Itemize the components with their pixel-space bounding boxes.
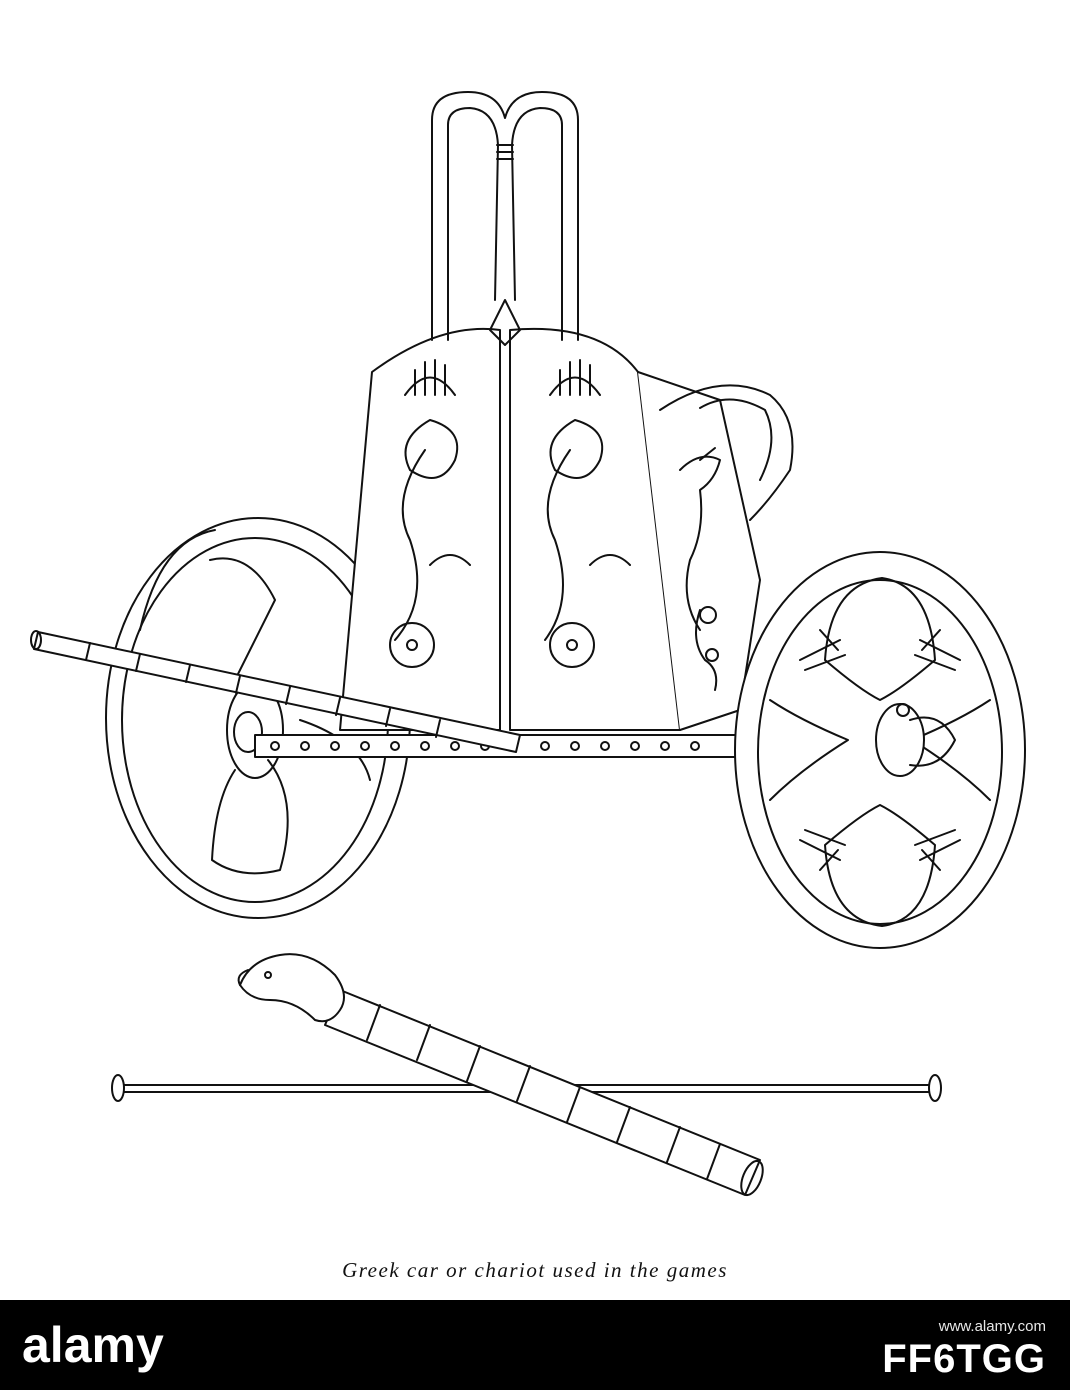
watermark-url: www.alamy.com — [938, 1318, 1046, 1335]
axle — [254, 734, 876, 758]
watermark-info: www.alamy.com FF6TGG — [882, 1318, 1046, 1379]
chariot-pole — [30, 630, 521, 753]
svg-text:alamy: alamy — [22, 1317, 164, 1373]
watermark-image-id: FF6TGG — [882, 1337, 1046, 1381]
eagle-head-pole — [237, 953, 764, 1197]
right-wheel — [734, 551, 1026, 949]
chariot-body — [339, 327, 794, 731]
chariot-illustration — [30, 91, 1026, 1197]
caption: Greek car or chariot used in the games — [342, 1258, 728, 1282]
watermark-footer: alamy www.alamy.com FF6TGG — [0, 1300, 1070, 1390]
alamy-logo: alamy — [22, 1317, 164, 1373]
chariot-rail-loop — [431, 91, 579, 346]
